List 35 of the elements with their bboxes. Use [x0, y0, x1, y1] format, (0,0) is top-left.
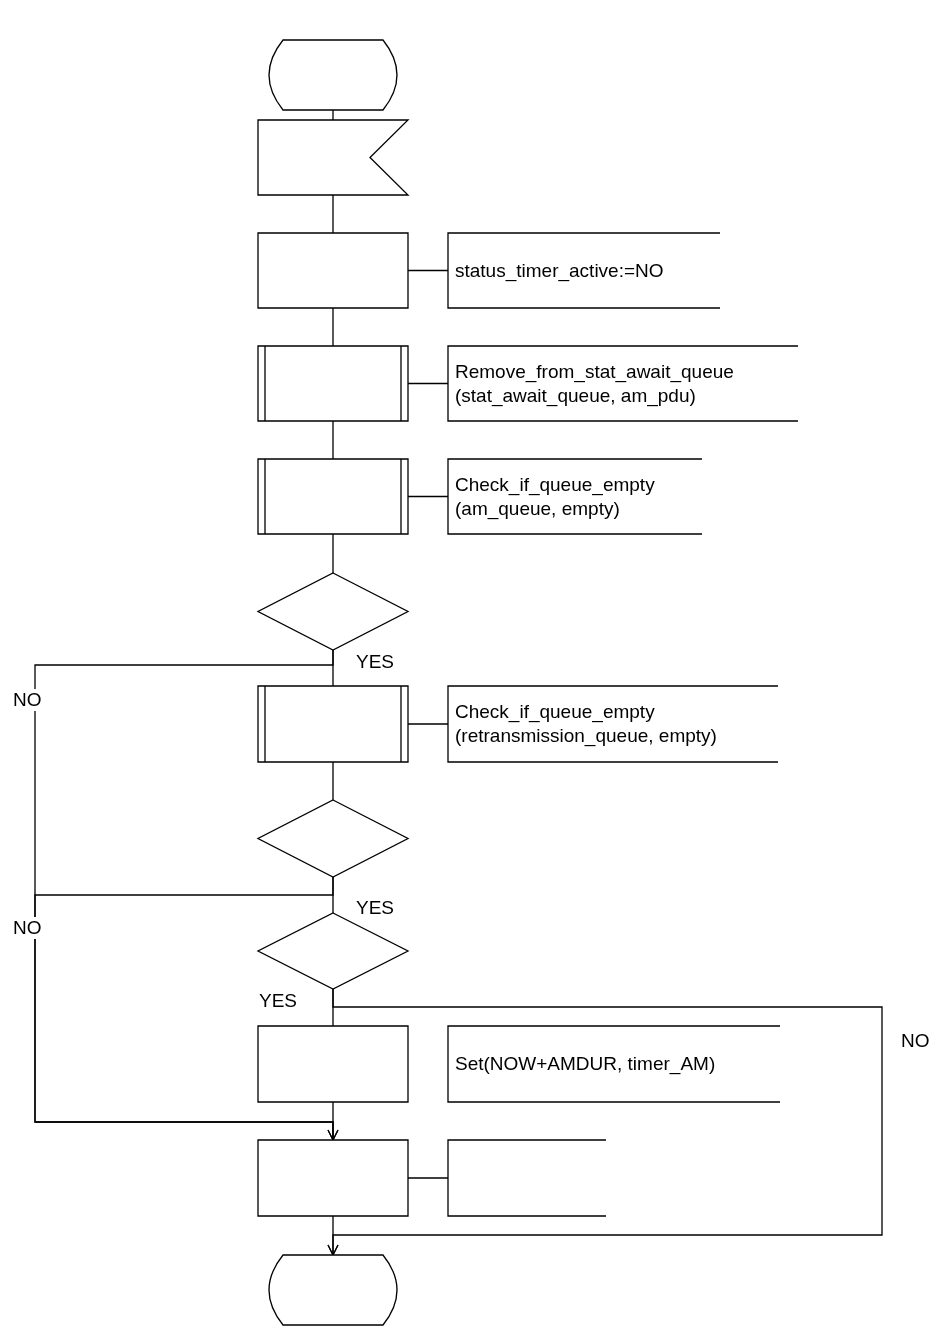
comment-bracket [448, 346, 798, 421]
edge-label: NO [12, 689, 43, 711]
connector-line [407, 495, 449, 498]
comment-text: status_timer_active:=NO [455, 258, 665, 283]
task-box [258, 233, 408, 308]
connector-line [332, 194, 334, 234]
decision-diamond [258, 800, 408, 877]
connector-line [332, 307, 334, 347]
arrow [327, 1215, 339, 1256]
comment-bracket [448, 459, 702, 534]
task-box [258, 1140, 408, 1216]
comment-text: Remove_from_stat_await_queue (stat_await_queue, am_pdu) [455, 359, 735, 408]
connector-line [332, 761, 334, 801]
connector-line [407, 723, 449, 725]
comment-text: Set(NOW+AMDUR, timer_AM) [455, 1052, 717, 1076]
arrow [34, 876, 339, 1141]
input-signal-shape [258, 120, 408, 195]
connector-line [332, 1101, 334, 1141]
comment-bracket [448, 1026, 780, 1102]
procedure-call-box [258, 346, 408, 421]
comment-bracket [448, 233, 720, 308]
decision-diamond [258, 573, 408, 650]
comment-bracket [448, 1140, 606, 1216]
connector-line [332, 420, 334, 460]
decision-diamond [258, 913, 408, 989]
connector-line [332, 533, 334, 574]
task-box [258, 1026, 408, 1102]
procedure-call-box [258, 459, 408, 534]
connector-line [332, 109, 334, 121]
comment-bracket [448, 686, 778, 762]
comment-text: Check_if_queue_empty (retransmission_queue, empty) [455, 700, 718, 748]
procedure-call-box [258, 686, 408, 762]
edge-label: NO [12, 917, 43, 939]
connector-line [407, 382, 449, 385]
comment-text: Check_if_queue_empty (am_queue, empty) [455, 472, 656, 521]
